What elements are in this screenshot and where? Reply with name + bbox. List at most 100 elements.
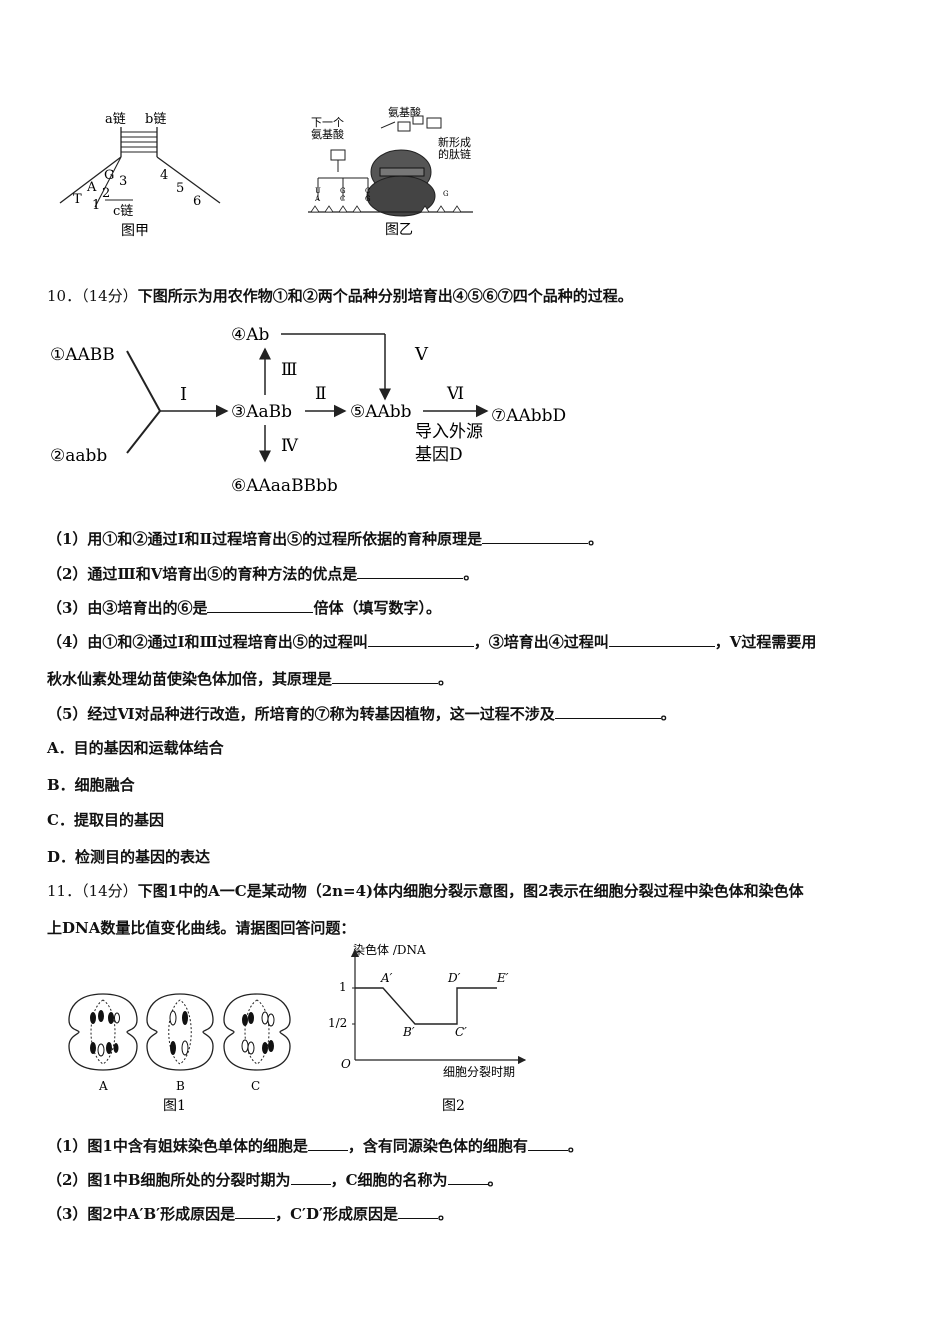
- q10-sub3-text: （3）由③培育出的⑥是: [47, 599, 208, 617]
- node-4: ④Ab: [231, 325, 270, 345]
- num-2: 2: [102, 186, 110, 201]
- fig2-ylabel: 染色体 /DNA: [353, 942, 426, 957]
- next-amino-label-2: 氨基酸: [311, 127, 344, 141]
- q11-number: 11．: [47, 882, 82, 900]
- strand-a-label: a链: [105, 112, 126, 127]
- q10-sub4-cont: 秋水仙素处理幼苗使染色体加倍，其原理是。: [47, 668, 453, 689]
- ratio-curve: [352, 987, 497, 1025]
- q11-sub3: （3）图2中A′B′形成原因是，C′D′形成原因是。: [47, 1203, 453, 1224]
- q11-sub2: （2）图1中B细胞所处的分裂时期为，C细胞的名称为。: [47, 1169, 503, 1190]
- point-d-label: D′: [447, 971, 461, 985]
- point-c-label: C′: [455, 1025, 467, 1039]
- answer-blank[interactable]: [447, 1170, 488, 1185]
- q11-sub2-text-a: （2）图1中B细胞所处的分裂时期为: [47, 1171, 291, 1189]
- num-1: 1: [92, 198, 100, 213]
- q10-sub5-end: 。: [660, 705, 676, 723]
- new-chain-label: 新形成: [438, 135, 471, 149]
- q11-sub3-text-a: （3）图2中A′B′形成原因是: [47, 1205, 236, 1223]
- codon-g1: G: [340, 187, 346, 195]
- option-d[interactable]: D．检测目的基因的表达: [47, 848, 211, 866]
- cell-a-icon: [68, 993, 138, 1071]
- figure-2-chart: 染色体 /DNA O 1 1/2 A′ B′ C′ D′ E′ 细胞分裂时期 图…: [328, 942, 527, 1114]
- q10-sub4: （4）由①和②通过Ⅰ和Ⅲ过程培育出⑤的过程叫 ，③培育出④过程叫 ，Ⅴ过程需要用: [47, 631, 816, 652]
- num-4: 4: [160, 168, 168, 183]
- process-3: Ⅲ: [281, 360, 297, 380]
- point-a-label: A′: [380, 971, 393, 985]
- answer-blank[interactable]: [307, 1136, 348, 1151]
- figure-jia-caption: 图甲: [121, 223, 149, 239]
- answer-blank[interactable]: [482, 529, 589, 544]
- strand-b-label: b链: [145, 112, 166, 127]
- q11-score: （14分）: [81, 882, 138, 900]
- answer-blank[interactable]: [235, 1204, 276, 1219]
- figure-yi: 下一个 氨基酸 氨基酸 新形成 的肽链 U A G C C G G 图乙: [308, 105, 473, 238]
- q10-sub4-text-a: （4）由①和②通过Ⅰ和Ⅲ过程培育出⑤的过程叫: [47, 633, 368, 651]
- fig2-xlabel: 细胞分裂时期: [443, 1065, 515, 1079]
- q11-sub1-text-a: （1）图1中含有姐妹染色单体的细胞是: [47, 1137, 308, 1155]
- option-a[interactable]: A．目的基因和运载体结合: [47, 739, 224, 757]
- codon-g2: G: [365, 195, 371, 203]
- q11-stem-1: 11．（14分）下图1中的A一C是某动物（2n=4)体内细胞分裂示意图，图2表示…: [47, 880, 804, 901]
- num-5: 5: [176, 181, 184, 196]
- q10-sub3-end: 倍体（填写数字）。: [313, 599, 441, 617]
- q11-sub1-text-b: ，含有同源染色体的细胞有: [347, 1137, 528, 1155]
- q10-sub4-text-c: ，Ⅴ过程需要用: [714, 633, 817, 651]
- q11-sub1-end: 。: [567, 1137, 583, 1155]
- option-b[interactable]: B．细胞融合: [47, 776, 135, 794]
- q10-score: （14分）: [81, 287, 138, 305]
- node-6: ⑥AAaaBBbb: [231, 476, 338, 496]
- fig2-ytick-1: 1: [339, 980, 347, 994]
- process-6: Ⅵ: [446, 384, 464, 404]
- answer-blank[interactable]: [207, 598, 314, 613]
- q10-sub4-end: 。: [438, 670, 454, 688]
- q10-sub4-text-b: ，③培育出④过程叫: [473, 633, 609, 651]
- process-5: Ⅴ: [414, 344, 429, 365]
- num-6: 6: [193, 194, 201, 209]
- next-amino-label: 下一个: [311, 116, 344, 129]
- figure-2-caption: 图2: [442, 1098, 465, 1114]
- answer-blank[interactable]: [397, 1204, 438, 1219]
- q10-stem-text: 下图所示为用农作物①和②两个品种分别培育出④⑤⑥⑦四个品种的过程。: [137, 287, 633, 305]
- ratio-line: [355, 987, 497, 1025]
- node-7: ⑦AAbbD: [491, 406, 566, 426]
- codon-c2: C: [365, 187, 370, 195]
- cell-a-label: A: [98, 1079, 108, 1093]
- q11-sub1: （1）图1中含有姐妹染色单体的细胞是 ，含有同源染色体的细胞有 。: [47, 1135, 583, 1156]
- q11-stem-2: 上DNA数量比值变化曲线。请据图回答问题：: [47, 919, 356, 937]
- point-b-label: B′: [402, 1025, 415, 1039]
- fig2-ytick-half: 1/2: [328, 1016, 347, 1030]
- figure-yi-caption: 图乙: [385, 222, 413, 238]
- answer-blank[interactable]: [527, 1136, 568, 1151]
- process-2: Ⅱ: [315, 384, 327, 404]
- num-3: 3: [119, 174, 127, 189]
- figure-1-cells: A B C 图1: [68, 993, 291, 1114]
- q11-sub2-end: 。: [487, 1171, 503, 1189]
- answer-blank[interactable]: [554, 704, 661, 719]
- strand-c-label: c链: [113, 204, 133, 219]
- q10-sub1-text: （1）用①和②通过Ⅰ和Ⅱ过程培育出⑤的过程所依据的育种原理是: [47, 530, 483, 548]
- answer-blank[interactable]: [357, 564, 464, 579]
- codon-c1: C: [340, 195, 345, 203]
- q10-sub5: （5）经过Ⅵ对品种进行改造，所培育的⑦称为转基因植物，这一过程不涉及。: [47, 703, 676, 724]
- cell-b-label: B: [176, 1079, 185, 1093]
- q10-stem: 10．（14分）下图所示为用农作物①和②两个品种分别培育出④⑤⑥⑦四个品种的过程…: [47, 285, 633, 306]
- node-5: ⑤AAbb: [350, 402, 412, 422]
- q11-sub3-end: 。: [437, 1205, 453, 1223]
- note-line-2: 基因D: [415, 445, 463, 465]
- node-1: ①AABB: [50, 345, 115, 365]
- base-t: T: [73, 192, 82, 207]
- answer-blank[interactable]: [290, 1170, 331, 1185]
- option-c[interactable]: C．提取目的基因: [47, 811, 164, 829]
- answer-blank[interactable]: [608, 632, 715, 647]
- breeding-diagram: ①AABB ②aabb Ⅰ ③AaBb ④Ab Ⅲ Ⅴ Ⅱ ⑤AAbb Ⅵ ⑦A…: [50, 325, 566, 496]
- answer-blank[interactable]: [332, 669, 439, 684]
- fig2-origin: O: [341, 1057, 351, 1071]
- process-4: Ⅳ: [281, 436, 299, 456]
- codon-g3: G: [443, 190, 449, 198]
- base-a: A: [86, 180, 97, 195]
- q10-sub1: （1）用①和②通过Ⅰ和Ⅱ过程培育出⑤的过程所依据的育种原理是。: [47, 528, 603, 549]
- answer-blank[interactable]: [367, 632, 474, 647]
- base-g: G: [104, 168, 114, 183]
- q10-sub2-text: （2）通过Ⅲ和Ⅴ培育出⑤的育种方法的优点是: [47, 565, 358, 583]
- codon-u: U: [315, 187, 321, 195]
